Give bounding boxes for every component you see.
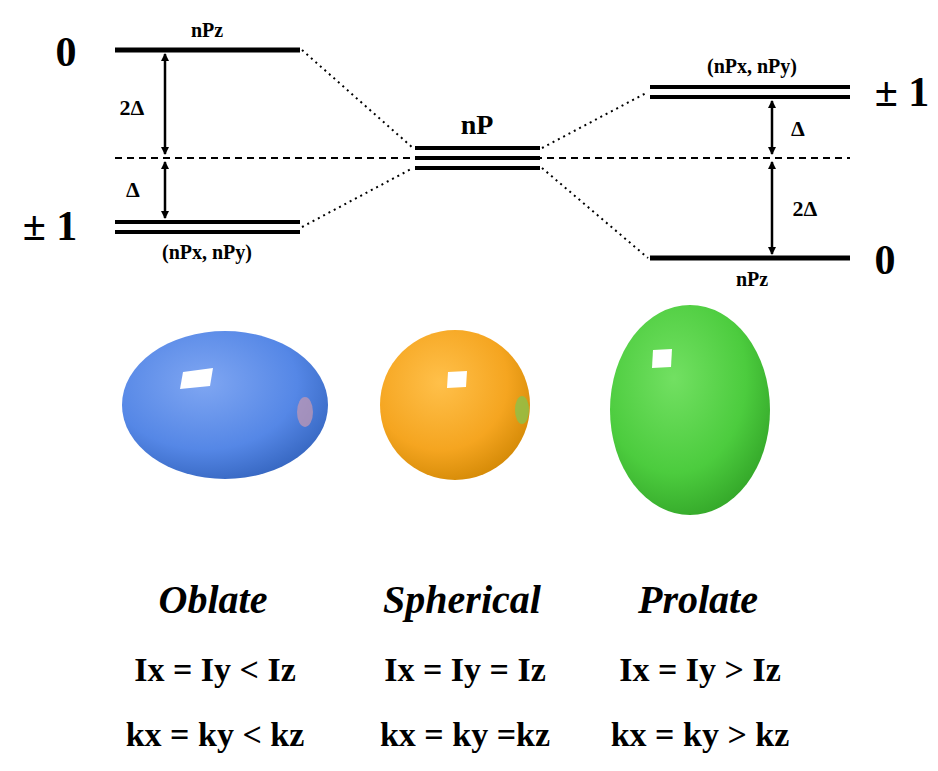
shape-name: Spherical xyxy=(383,580,541,620)
level-label: ± 1 xyxy=(875,71,930,113)
constant-relation: kx = ky =kz xyxy=(380,718,550,752)
level-label: ± 1 xyxy=(23,205,78,247)
level-label: 0 xyxy=(875,239,896,281)
orbital-label: nPz xyxy=(736,269,768,289)
splitting-label: Δ xyxy=(791,118,805,140)
shape-name: Prolate xyxy=(638,580,758,620)
orbital-label: (nPx, nPy) xyxy=(162,242,252,262)
constant-relation: kx = ky < kz xyxy=(126,718,305,752)
orbital-label: nPz xyxy=(191,20,223,40)
splitting-label: 2Δ xyxy=(120,97,145,119)
orbital-label: nP xyxy=(461,111,494,139)
level-label: 0 xyxy=(56,31,77,73)
constant-relation: kx = ky > kz xyxy=(611,718,790,752)
splitting-label: Δ xyxy=(126,179,140,201)
shape-name: Oblate xyxy=(159,580,268,620)
orbital-label: (nPx, nPy) xyxy=(707,56,797,76)
moment-relation: Ix = Iy < Iz xyxy=(134,653,296,687)
moment-relation: Ix = Iy > Iz xyxy=(619,653,781,687)
moment-relation: Ix = Iy = Iz xyxy=(384,653,546,687)
splitting-label: 2Δ xyxy=(793,198,818,220)
